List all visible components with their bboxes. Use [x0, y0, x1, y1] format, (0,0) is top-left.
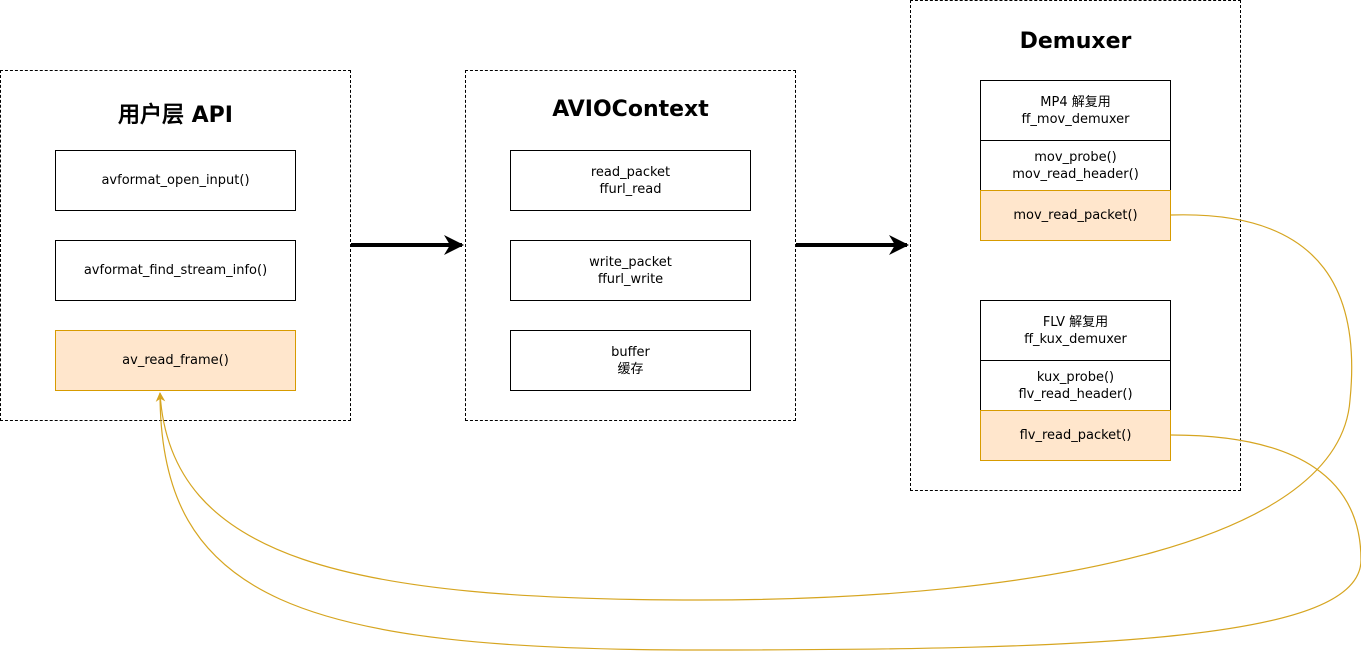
kux-probe-label: kux_probe(): [1036, 369, 1115, 385]
mov-probe-label: mov_probe(): [1034, 149, 1117, 165]
flv-demuxer-header-box[interactable]: FLV 解复用 ff_kux_demuxer: [980, 300, 1171, 361]
write-packet-box[interactable]: write_packet ffurl_write: [510, 240, 751, 301]
flv-probe-box[interactable]: kux_probe() flv_read_header(): [980, 360, 1171, 411]
avio-context-title: AVIOContext: [552, 97, 709, 122]
avformat-find-stream-info-box[interactable]: avformat_find_stream_info(): [55, 240, 296, 301]
buffer-cache-label: 缓存: [617, 361, 644, 377]
avformat-open-input-box[interactable]: avformat_open_input(): [55, 150, 296, 211]
ffurl-write-label: ffurl_write: [597, 271, 664, 287]
buffer-label: buffer: [611, 344, 650, 360]
av-read-frame-box[interactable]: av_read_frame(): [55, 330, 296, 391]
buffer-box[interactable]: buffer 缓存: [510, 330, 751, 391]
mov-read-packet-label: mov_read_packet(): [1013, 208, 1138, 223]
read-packet-box[interactable]: read_packet ffurl_read: [510, 150, 751, 211]
read-packet-label: read_packet: [590, 164, 671, 180]
user-api-title: 用户层 API: [118, 103, 233, 128]
flv-read-header-label: flv_read_header(): [1018, 386, 1133, 402]
ffurl-read-label: ffurl_read: [599, 181, 662, 197]
mp4-probe-box[interactable]: mov_probe() mov_read_header(): [980, 140, 1171, 191]
flv-demuxer-title: FLV 解复用: [1042, 314, 1109, 330]
flv-read-packet-box[interactable]: flv_read_packet(): [980, 410, 1171, 461]
mp4-demuxer-title: MP4 解复用: [1040, 94, 1111, 110]
mov-read-packet-box[interactable]: mov_read_packet(): [980, 190, 1171, 241]
mov-read-header-label: mov_read_header(): [1012, 166, 1139, 182]
av-read-frame-label: av_read_frame(): [122, 353, 229, 368]
avformat-open-input-label: avformat_open_input(): [101, 173, 250, 188]
avformat-find-stream-info-label: avformat_find_stream_info(): [83, 263, 268, 278]
mp4-demuxer-header-box[interactable]: MP4 解复用 ff_mov_demuxer: [980, 80, 1171, 141]
write-packet-label: write_packet: [589, 254, 672, 270]
demuxer-title: Demuxer: [1019, 29, 1132, 54]
ff-kux-demuxer-label: ff_kux_demuxer: [1024, 331, 1127, 347]
flv-read-packet-label: flv_read_packet(): [1019, 428, 1132, 443]
ff-mov-demuxer-label: ff_mov_demuxer: [1021, 111, 1130, 127]
